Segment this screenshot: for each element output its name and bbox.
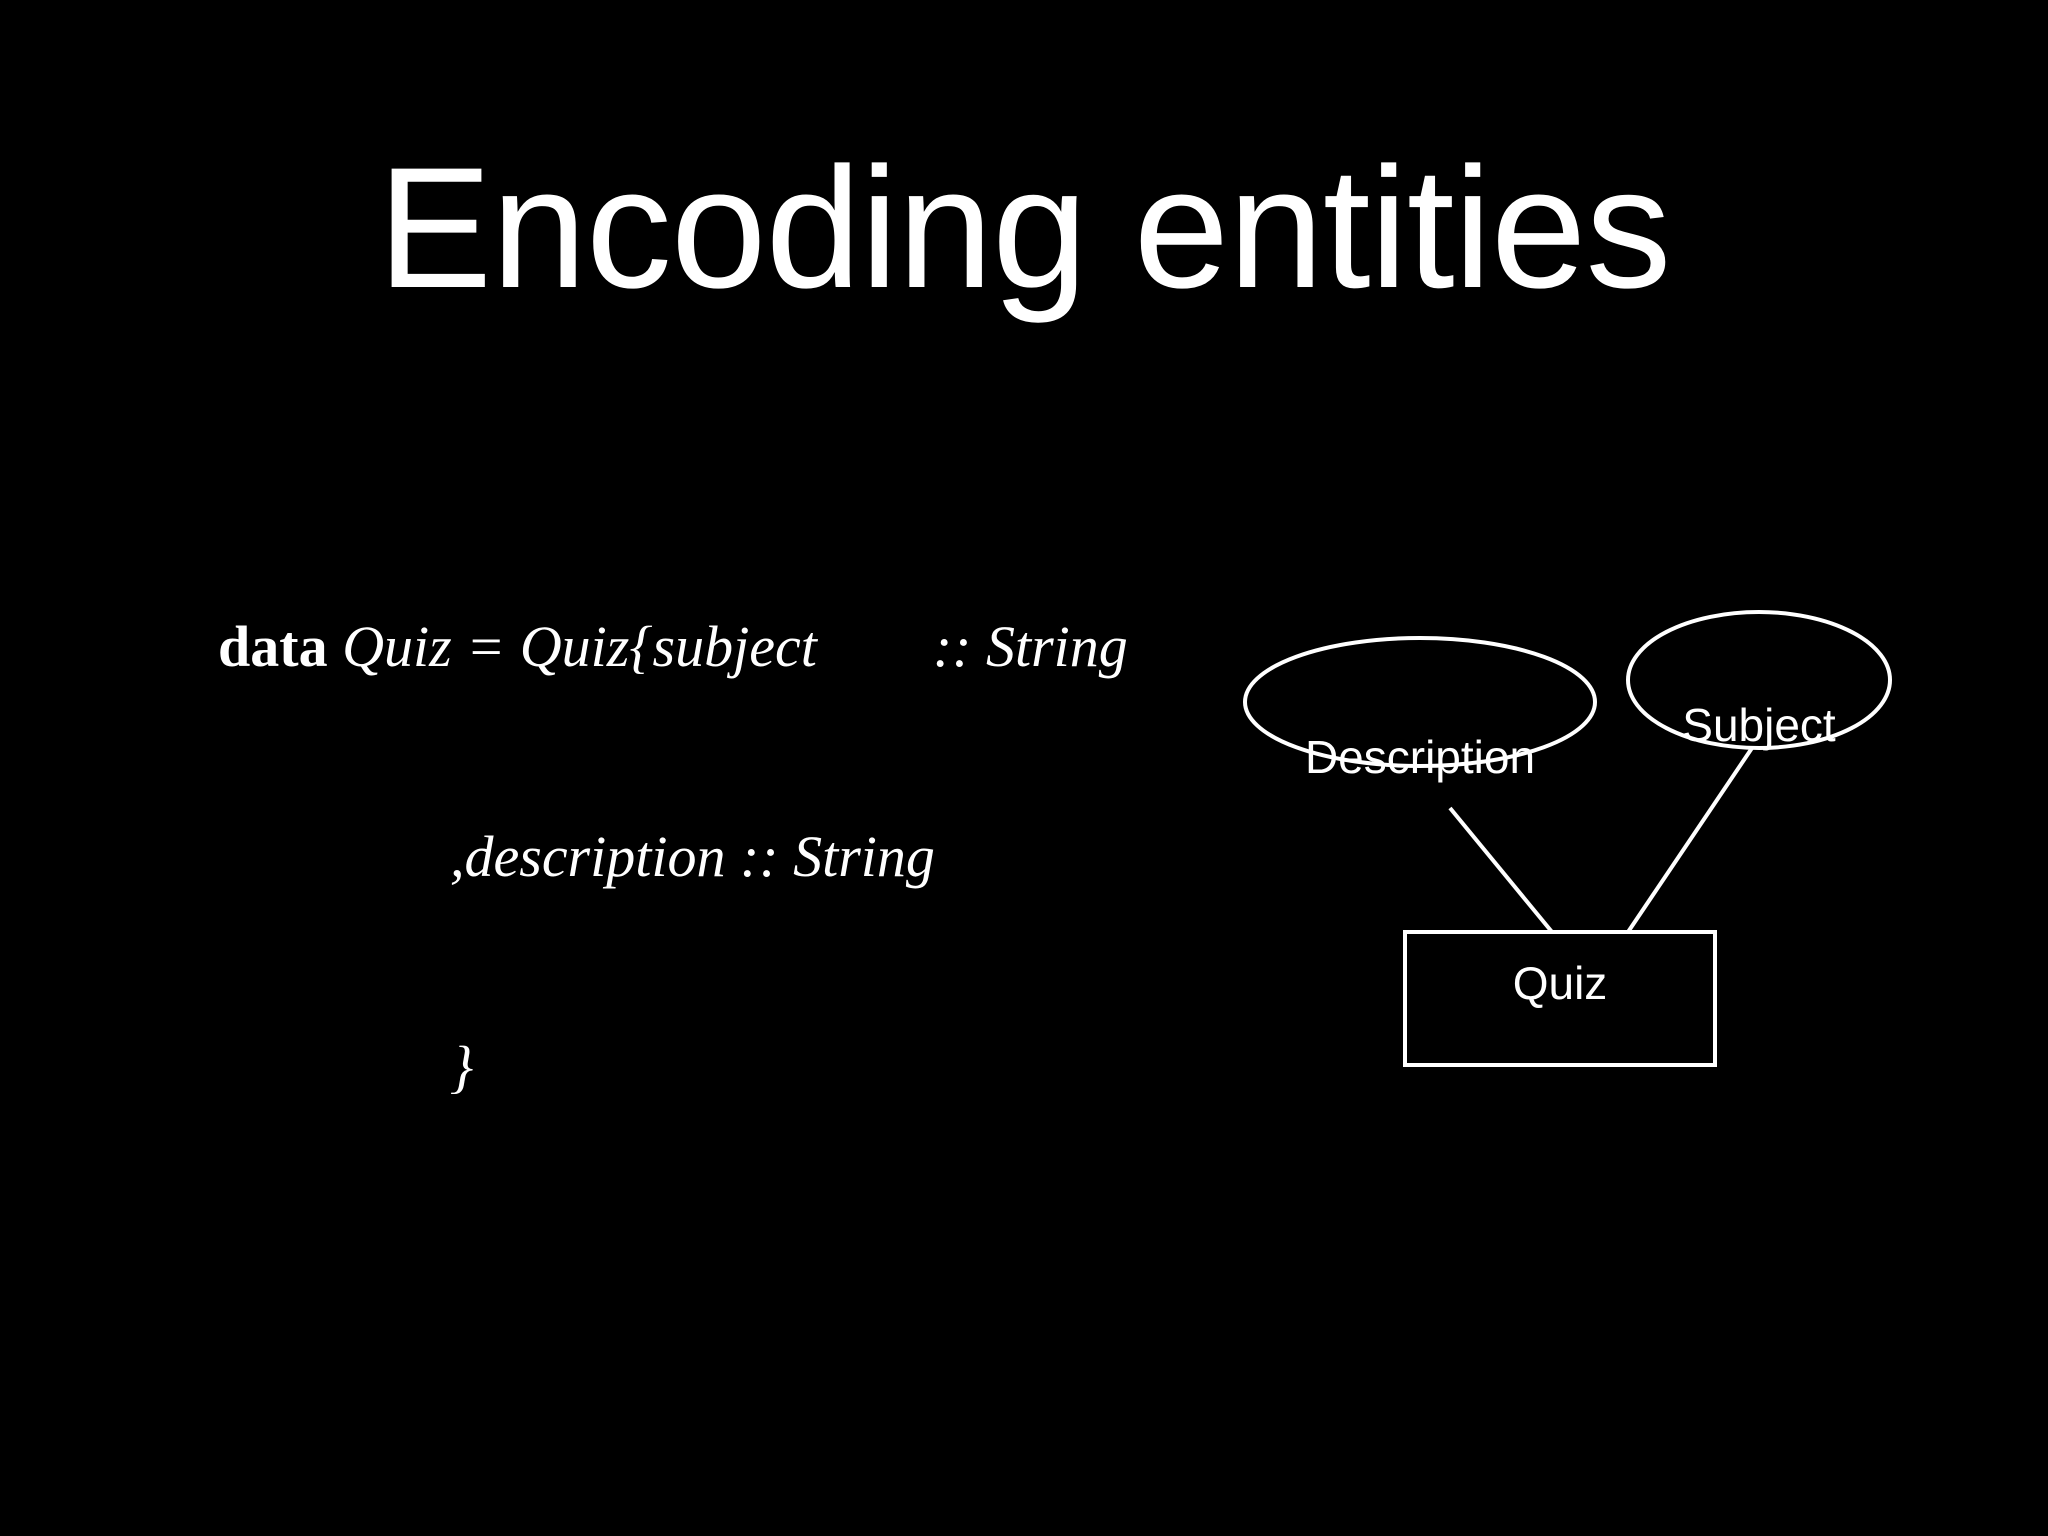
ellipse-subject[interactable]	[1626, 610, 1892, 750]
code-line-1-rest: Quiz = Quiz{subject	[327, 614, 817, 679]
edge-description-quiz	[1448, 806, 1554, 934]
er-diagram-shapes	[1243, 610, 1892, 1067]
code-block: data Quiz = Quiz{subject :: String ,desc…	[218, 472, 1128, 1242]
code-line-2-gap	[725, 822, 740, 892]
ellipse-description[interactable]	[1243, 636, 1597, 768]
ellipse-subject-label: Subject	[1682, 699, 1836, 751]
code-line-2-signature: :: String	[739, 824, 935, 889]
code-line-3-rest: }	[218, 1034, 474, 1099]
er-diagram: Description Subject Quiz	[1180, 580, 1960, 1100]
rect-quiz-label: Quiz	[1512, 957, 1608, 1009]
code-keyword-data: data	[218, 614, 328, 679]
edge-subject-quiz	[1626, 746, 1754, 934]
code-line-1: data Quiz = Quiz{subject :: String	[218, 612, 1128, 682]
rect-quiz[interactable]	[1403, 930, 1717, 1067]
ellipse-description-label: Description	[1304, 731, 1536, 783]
code-line-3: }	[218, 1032, 1128, 1102]
code-line-2: ,description :: String	[218, 822, 1128, 892]
code-line-2-rest: ,description	[218, 824, 726, 889]
code-line-1-signature: :: String	[932, 614, 1128, 679]
page-title: Encoding entities	[377, 132, 1672, 324]
code-line-1-gap	[817, 612, 933, 682]
